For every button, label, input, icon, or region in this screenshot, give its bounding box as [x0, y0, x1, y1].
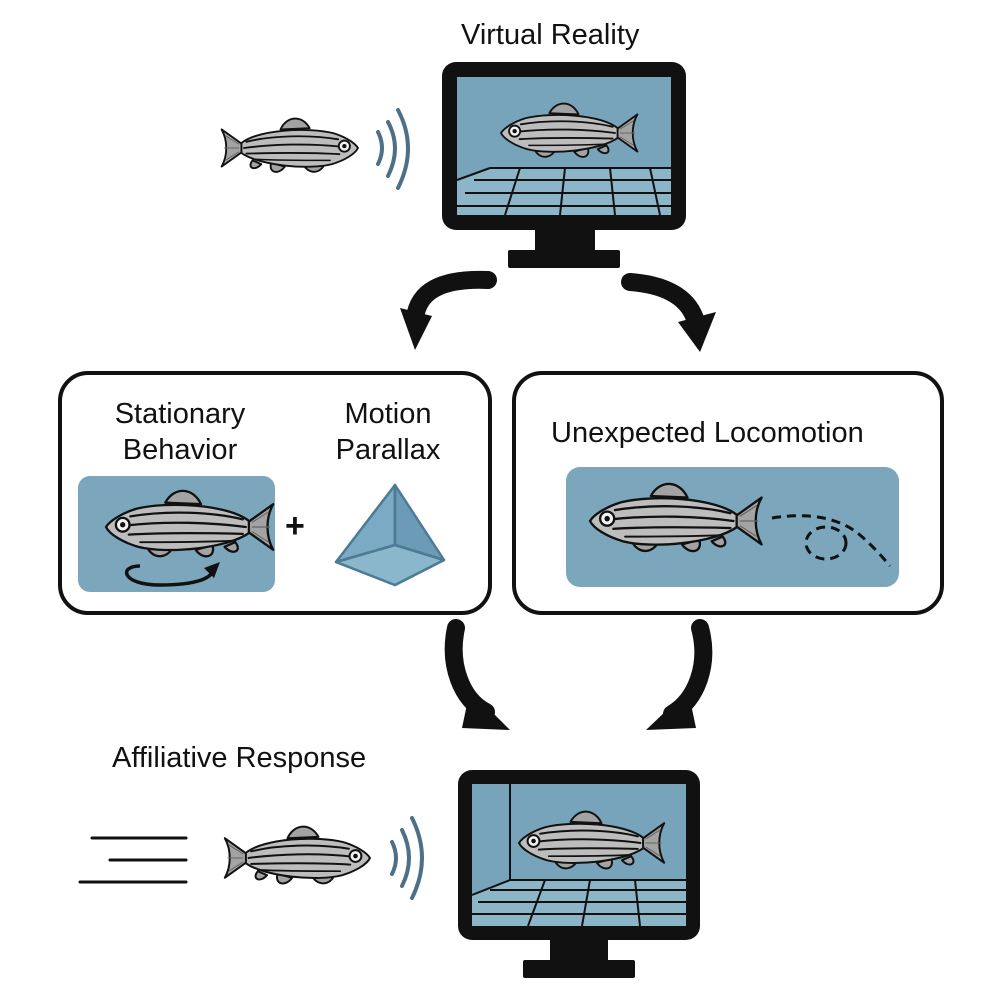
zebrafish-bottom	[223, 825, 371, 885]
locomotion-path	[771, 514, 892, 567]
motion-label-line1: Motion	[344, 398, 432, 430]
arrow-left-bottom	[444, 619, 510, 730]
stationary-label-line1: Stationary	[114, 398, 246, 430]
virtual-reality-title: Virtual Reality	[461, 19, 640, 51]
unexpected-locomotion-title: Unexpected Locomotion	[551, 417, 864, 449]
top-monitor	[442, 62, 686, 268]
stationary-label-line2: Behavior	[122, 434, 238, 466]
arrow-right-top	[621, 273, 716, 352]
plus-sign: +	[285, 507, 305, 545]
parallax-pyramid	[334, 483, 446, 587]
sound-waves-top	[376, 108, 410, 190]
speed-lines	[78, 836, 188, 884]
arrow-left-top	[400, 270, 497, 350]
zebrafish-top	[220, 117, 359, 173]
arrow-right-bottom	[646, 619, 713, 730]
bottom-monitor	[458, 770, 700, 978]
motion-label-line2: Parallax	[335, 434, 441, 466]
sound-waves-bottom	[390, 816, 424, 900]
affiliative-response-title: Affiliative Response	[112, 742, 367, 774]
rotation-arrow	[125, 562, 220, 587]
